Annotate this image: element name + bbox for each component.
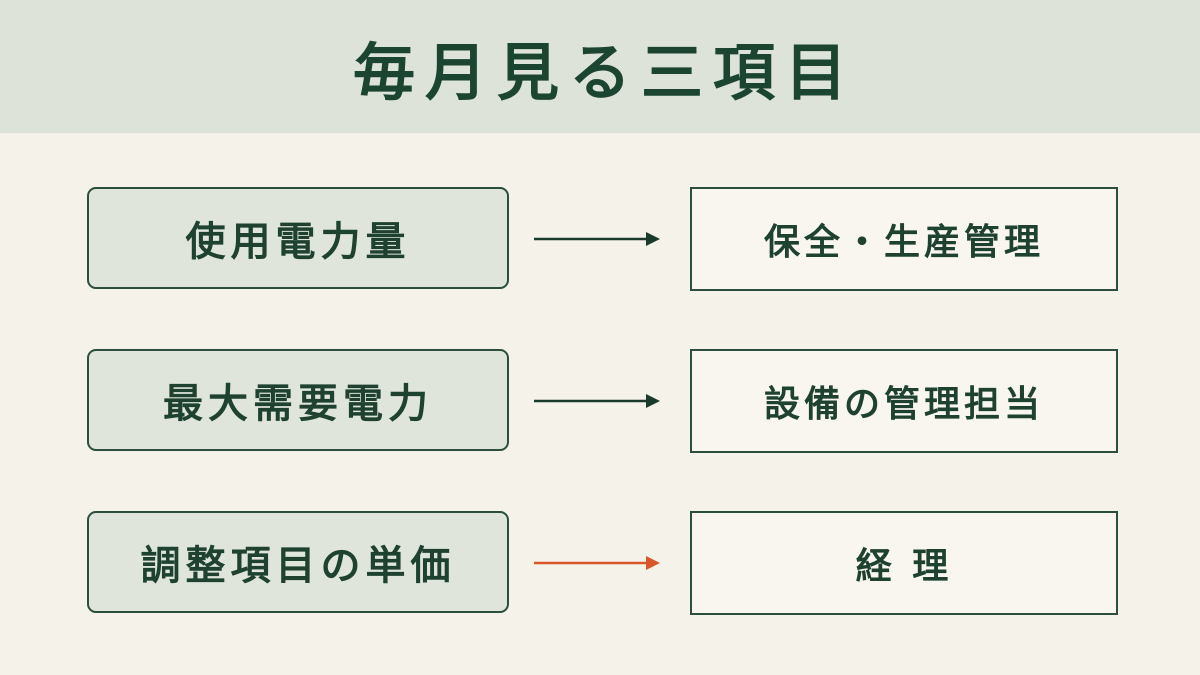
flow-row-1: 使用電力量 保全・生産管理 [0, 187, 1200, 293]
item-label: 最大需要電力 [163, 380, 433, 427]
page-title: 毎月見る三項目 [352, 35, 857, 109]
item-label: 使用電力量 [185, 218, 411, 265]
target-box: 経 理 [690, 511, 1118, 615]
item-box: 最大需要電力 [87, 349, 509, 451]
arrow-right-icon [534, 394, 660, 408]
item-box: 使用電力量 [87, 187, 509, 289]
header-band: 毎月見る三項目 [0, 0, 1200, 133]
arrow-right-icon [534, 556, 660, 570]
arrow-right-icon [534, 232, 660, 246]
target-box: 設備の管理担当 [690, 349, 1118, 453]
item-label: 調整項目の単価 [140, 542, 456, 589]
target-label: 設備の管理担当 [763, 383, 1044, 425]
target-label: 保全・生産管理 [763, 221, 1044, 263]
target-box: 保全・生産管理 [690, 187, 1118, 291]
flow-row-3: 調整項目の単価 経 理 [0, 511, 1200, 617]
flow-row-2: 最大需要電力 設備の管理担当 [0, 349, 1200, 455]
item-box: 調整項目の単価 [87, 511, 509, 613]
target-label: 経 理 [855, 545, 953, 587]
